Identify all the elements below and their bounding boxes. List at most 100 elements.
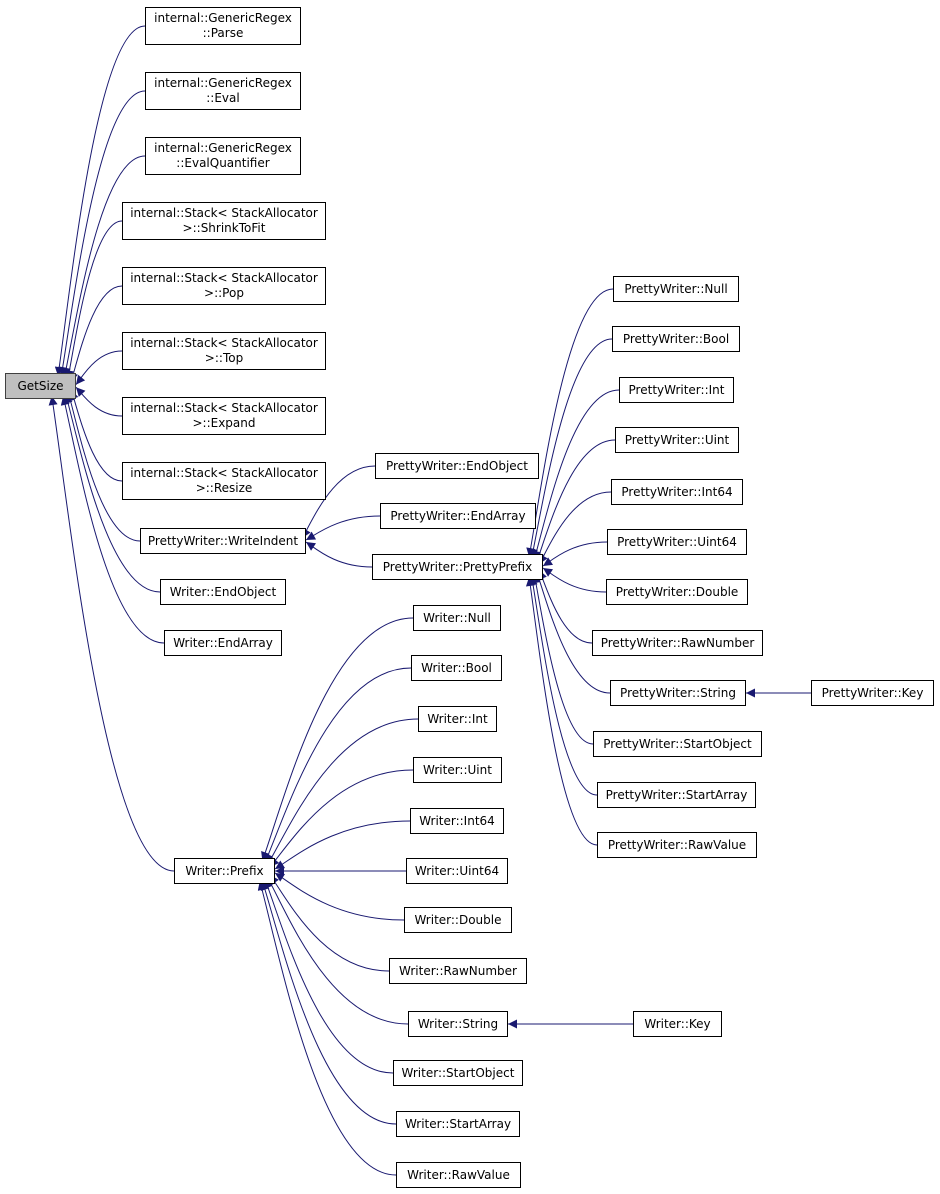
edge-pw-prettyprefix-to-pw-int <box>532 389 620 561</box>
node-label-line: PrettyWriter::WriteIndent <box>147 533 299 548</box>
node-w-startarray[interactable]: Writer::StartArray <box>396 1111 520 1137</box>
node-label-line: PrettyWriter::RawValue <box>607 837 747 852</box>
node-label-line: Writer::Uint64 <box>414 863 500 878</box>
edge-getsize-to-st-shrink <box>65 220 123 380</box>
node-pw-startarray[interactable]: PrettyWriter::StartArray <box>597 782 756 808</box>
node-w-int[interactable]: Writer::Int <box>418 706 497 732</box>
node-w-uint64[interactable]: Writer::Uint64 <box>406 858 508 884</box>
node-label-line: >::Expand <box>192 416 256 430</box>
node-w-double[interactable]: Writer::Double <box>404 907 512 933</box>
node-label-line: PrettyWriter::EndObject <box>386 458 528 473</box>
node-label-line: PrettyWriter::RawNumber <box>600 635 755 650</box>
edge-pw-prettyprefix-to-pw-uint <box>535 439 616 563</box>
node-st-resize[interactable]: internal::Stack< StackAllocator>::Resize <box>122 462 326 500</box>
edge-w-prefix-to-w-null <box>261 617 414 862</box>
node-label-line: Writer::RawValue <box>407 1167 510 1182</box>
node-w-rawnumber[interactable]: Writer::RawNumber <box>389 958 527 984</box>
edge-getsize-to-w-endarray <box>60 395 165 644</box>
node-st-top[interactable]: internal::Stack< StackAllocator>::Top <box>122 332 326 370</box>
edge-w-prefix-to-w-string <box>266 876 409 1025</box>
node-w-endobject[interactable]: Writer::EndObject <box>160 579 286 605</box>
node-label-line: Writer::String <box>417 1016 499 1031</box>
edge-w-prefix-to-w-uint <box>269 769 414 868</box>
node-label-line: PrettyWriter::Key <box>821 685 924 700</box>
node-pw-uint[interactable]: PrettyWriter::Uint <box>615 427 739 453</box>
edge-pw-prettyprefix-to-pw-bool <box>529 338 613 558</box>
node-label-line: PrettyWriter::Null <box>624 281 728 296</box>
node-w-null[interactable]: Writer::Null <box>413 605 501 631</box>
edge-getsize-to-gr-evalq <box>61 155 146 377</box>
node-pw-endobject[interactable]: PrettyWriter::EndObject <box>375 453 539 479</box>
node-label-line: PrettyWriter::Double <box>615 584 739 599</box>
edge-w-prefix-to-w-double <box>274 872 405 921</box>
node-st-shrink[interactable]: internal::Stack< StackAllocator>::Shrink… <box>122 202 326 240</box>
node-pw-prettyprefix[interactable]: PrettyWriter::PrettyPrefix <box>372 554 543 580</box>
node-label-line: Writer::EndArray <box>173 635 273 650</box>
edge-getsize-to-gr-parse <box>54 25 146 377</box>
node-pw-double[interactable]: PrettyWriter::Double <box>606 579 748 605</box>
edge-getsize-to-pw-writeindent <box>66 392 141 542</box>
node-label-line: PrettyWriter::StartObject <box>603 736 752 751</box>
node-label-line: Writer::StartArray <box>404 1116 512 1131</box>
node-label-line: internal::Stack< StackAllocator <box>130 466 318 480</box>
edge-pw-writeindent-to-pw-endarray <box>305 515 381 541</box>
node-label-line: PrettyWriter::StartArray <box>605 787 748 802</box>
edge-pw-prettyprefix-to-pw-startobject <box>531 573 594 745</box>
node-getsize[interactable]: GetSize <box>5 373 76 399</box>
node-st-expand[interactable]: internal::Stack< StackAllocator>::Expand <box>122 397 326 435</box>
node-gr-evalq[interactable]: internal::GenericRegex::EvalQuantifier <box>145 137 301 175</box>
node-gr-eval[interactable]: internal::GenericRegex::Eval <box>145 72 301 110</box>
edge-w-prefix-to-w-startarray <box>260 880 397 1125</box>
edge-w-prefix-to-w-rawvalue <box>257 880 397 1176</box>
node-w-uint[interactable]: Writer::Uint <box>413 757 502 783</box>
node-w-bool[interactable]: Writer::Bool <box>411 655 502 681</box>
node-pw-writeindent[interactable]: PrettyWriter::WriteIndent <box>140 528 306 554</box>
edge-getsize-to-w-endobject <box>63 394 161 593</box>
node-label-line: >::Pop <box>204 286 244 300</box>
node-label-line: Writer::Uint <box>423 762 492 777</box>
node-label-line: PrettyWriter::PrettyPrefix <box>382 559 533 574</box>
edge-pw-prettyprefix-to-pw-uint64 <box>542 541 608 567</box>
node-label-line: internal::Stack< StackAllocator <box>130 271 318 285</box>
node-label-line: Writer::RawNumber <box>399 963 517 978</box>
node-label-line: Writer::Double <box>414 912 502 927</box>
node-pw-int[interactable]: PrettyWriter::Int <box>619 377 734 403</box>
node-pw-string[interactable]: PrettyWriter::String <box>610 680 746 706</box>
node-label-line: Writer::Int64 <box>419 813 495 828</box>
node-w-rawvalue[interactable]: Writer::RawValue <box>396 1162 521 1188</box>
node-pw-uint64[interactable]: PrettyWriter::Uint64 <box>607 529 747 555</box>
node-label-line: ::Parse <box>202 26 244 40</box>
node-pw-bool[interactable]: PrettyWriter::Bool <box>612 326 740 352</box>
node-pw-key[interactable]: PrettyWriter::Key <box>811 680 934 706</box>
edge-pw-prettyprefix-to-pw-rawnumber <box>538 569 593 644</box>
node-label-line: internal::GenericRegex <box>154 76 292 90</box>
node-pw-null[interactable]: PrettyWriter::Null <box>613 276 739 302</box>
node-pw-startobject[interactable]: PrettyWriter::StartObject <box>593 731 762 757</box>
edge-pw-prettyprefix-to-pw-startarray <box>528 576 598 796</box>
node-label-line: PrettyWriter::EndArray <box>390 508 526 523</box>
node-pw-int64[interactable]: PrettyWriter::Int64 <box>611 479 743 505</box>
edge-pw-prettyprefix-to-pw-rawvalue <box>525 576 598 846</box>
node-w-int64[interactable]: Writer::Int64 <box>410 808 504 834</box>
node-label-line: ::Eval <box>206 91 240 105</box>
node-w-endarray[interactable]: Writer::EndArray <box>164 630 282 656</box>
node-w-key[interactable]: Writer::Key <box>633 1011 722 1037</box>
node-st-pop[interactable]: internal::Stack< StackAllocator>::Pop <box>122 267 326 305</box>
node-label-line: >::Resize <box>195 481 253 495</box>
node-label-line: Writer::StartObject <box>401 1065 515 1080</box>
node-label-line: internal::GenericRegex <box>154 11 292 25</box>
node-label-line: internal::Stack< StackAllocator <box>130 206 318 220</box>
node-w-startobject[interactable]: Writer::StartObject <box>393 1060 523 1086</box>
node-pw-rawnumber[interactable]: PrettyWriter::RawNumber <box>592 630 763 656</box>
node-w-string[interactable]: Writer::String <box>408 1011 508 1037</box>
node-w-prefix[interactable]: Writer::Prefix <box>174 858 275 884</box>
edge-w-prefix-to-w-int64 <box>274 820 411 870</box>
edge-pw-prettyprefix-to-pw-int64 <box>538 491 612 565</box>
node-label-line: Writer::Key <box>644 1016 711 1031</box>
node-pw-endarray[interactable]: PrettyWriter::EndArray <box>380 503 536 529</box>
edge-pw-writeindent-to-pw-endobject <box>301 465 376 539</box>
node-label-line: GetSize <box>17 378 64 393</box>
node-pw-rawvalue[interactable]: PrettyWriter::RawValue <box>597 832 757 858</box>
node-gr-parse[interactable]: internal::GenericRegex::Parse <box>145 7 301 45</box>
node-label-line: PrettyWriter::Uint64 <box>617 534 737 549</box>
